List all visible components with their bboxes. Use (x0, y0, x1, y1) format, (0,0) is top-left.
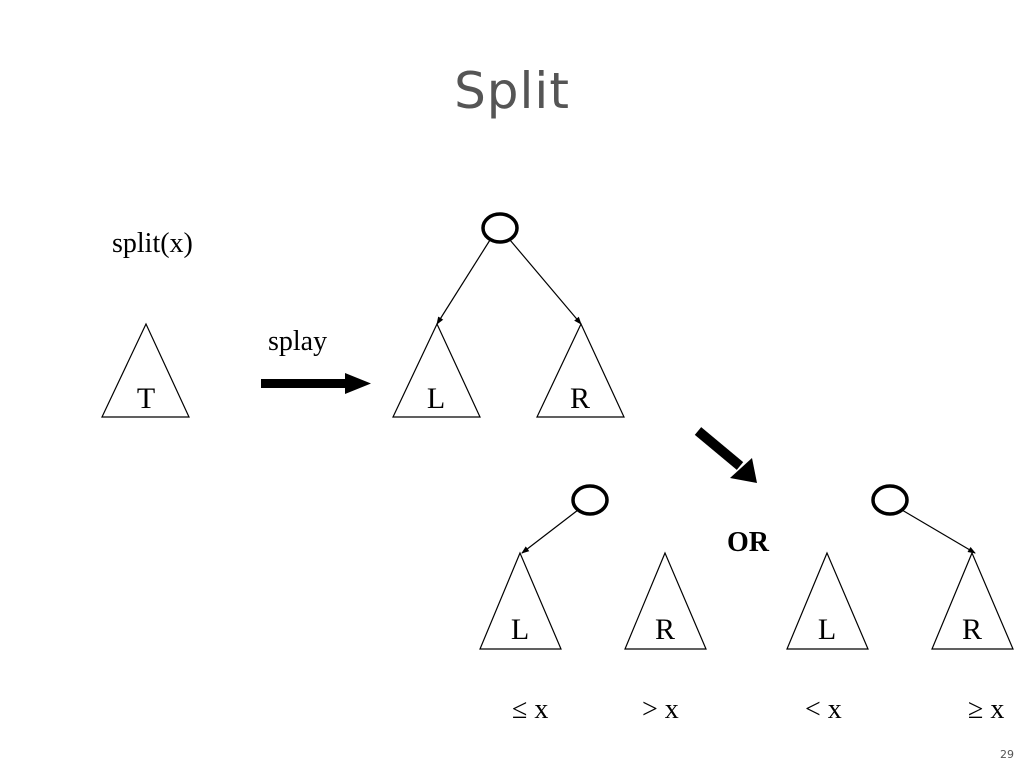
case-b-left-condition: < x (805, 694, 842, 725)
case-a-left-label: L (511, 613, 529, 646)
or-label: OR (727, 527, 769, 558)
splayed-right-label: R (570, 382, 590, 415)
splayed-left-label: L (427, 382, 445, 415)
tree-t-label: T (137, 382, 155, 415)
splay-label: splay (268, 326, 328, 357)
case-a-right-condition: > x (642, 694, 679, 725)
case-a-left-condition: ≤ x (512, 694, 549, 725)
case-a-right-label: R (655, 613, 675, 646)
case-b-left-triangle (786, 551, 869, 650)
tree-t-triangle (101, 322, 190, 418)
case-b-right-triangle (931, 551, 1014, 650)
result-arrow (694, 427, 757, 483)
splayed-left-triangle (392, 322, 481, 418)
splay-arrow (261, 373, 371, 394)
splayed-right-triangle (536, 322, 625, 418)
case-b-tree: L R (786, 484, 1014, 650)
case-a-left-triangle (479, 551, 562, 650)
case-a-root-node (571, 484, 609, 516)
splayed-root-node (481, 212, 519, 244)
tree-t: T (101, 322, 190, 418)
splayed-tree: L R (392, 212, 625, 418)
case-b-left-label: L (818, 613, 836, 646)
split-call-label: split(x) (112, 228, 193, 259)
slide-title: Split (454, 62, 570, 120)
case-b-right-condition: ≥ x (968, 694, 1005, 725)
case-b-root-node (871, 484, 909, 516)
case-a-tree: L R (479, 484, 707, 650)
case-a-right-triangle (624, 551, 707, 650)
case-b-right-label: R (962, 613, 982, 646)
page-number: 29 (1000, 748, 1014, 761)
